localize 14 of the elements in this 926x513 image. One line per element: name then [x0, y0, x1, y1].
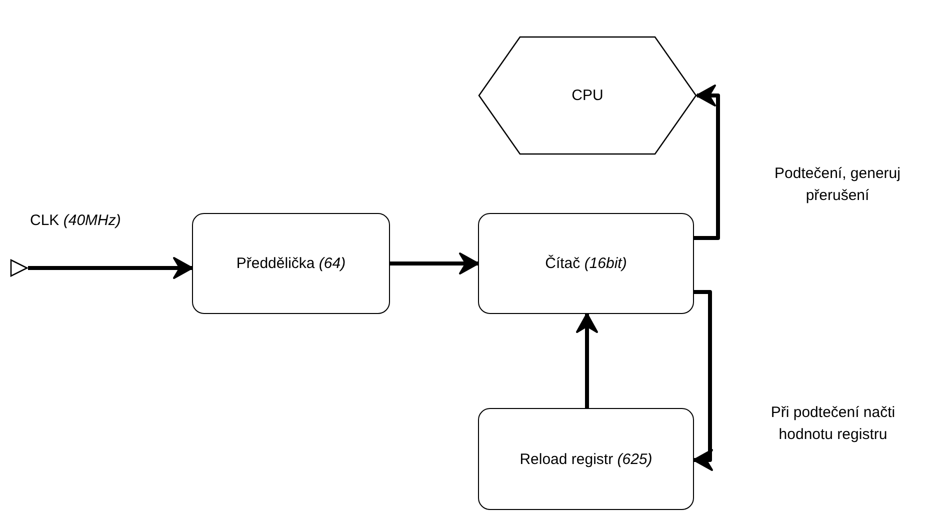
- process-box: [478, 408, 694, 510]
- input-triangle: [10, 259, 28, 277]
- arrow: [28, 257, 193, 279]
- node-label: Předdělička (64): [236, 255, 346, 272]
- hexagon-shape: [478, 36, 697, 155]
- arrow: [693, 290, 713, 471]
- arrow: [694, 84, 720, 240]
- node-label: Čítač (16bit): [545, 255, 627, 272]
- node-label: Reload registr (625): [520, 450, 652, 468]
- node-label: CPU: [572, 87, 604, 104]
- process-box: [192, 213, 390, 314]
- process-box: [478, 213, 694, 314]
- arrow: [390, 252, 479, 274]
- arrow: [576, 313, 598, 408]
